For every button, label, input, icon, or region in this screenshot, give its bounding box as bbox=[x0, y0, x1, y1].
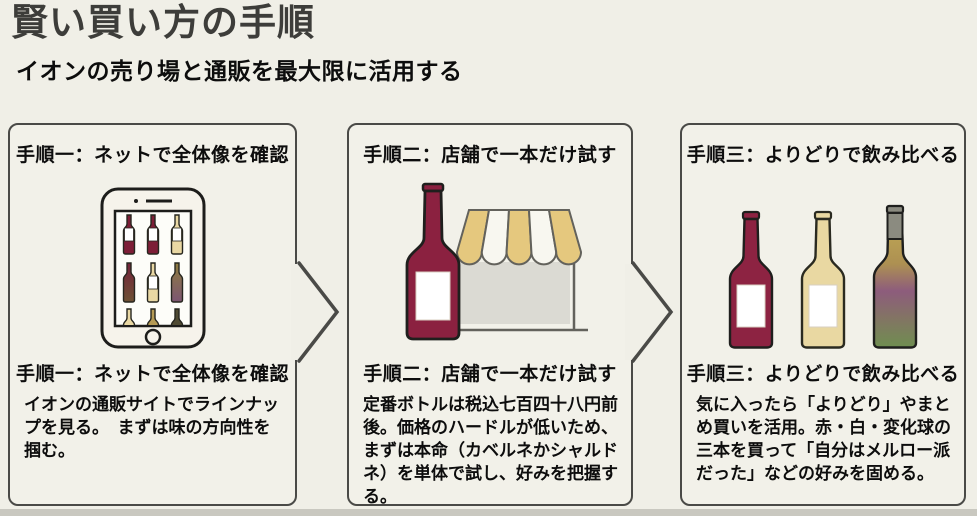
step-1-illustration bbox=[10, 167, 295, 350]
step-2-panel: 手順二：店舗で一本だけ試す bbox=[347, 123, 633, 506]
storefront bbox=[446, 209, 588, 332]
header: 賢い買い方の手順 イオンの売り場と通販を最大限に活用する bbox=[11, 2, 463, 86]
step-2-title-repeat: 手順二：店舗で一本だけ試す bbox=[363, 364, 617, 385]
panel-border-gap bbox=[625, 264, 637, 360]
wine-bottle-red bbox=[728, 210, 774, 349]
wine-bottle-red bbox=[405, 182, 461, 341]
phone-home-button bbox=[144, 328, 161, 346]
step-3-illustration bbox=[682, 167, 964, 350]
storefront-awning bbox=[455, 209, 583, 266]
wine-bottle-label bbox=[415, 271, 451, 321]
wine-bottle-grid bbox=[122, 214, 183, 325]
panel-border-gap bbox=[291, 264, 303, 360]
step-3-title: 手順三：よりどりで飲み比べる bbox=[686, 145, 960, 166]
step-3-panel: 手順三：よりどりで飲み比べる bbox=[680, 123, 966, 506]
wine-bottle-white bbox=[800, 210, 846, 349]
step-3-description: 気に入ったら「よりどり」やまとめ買いを活用。赤・白・変化球の三本を買って「自分は… bbox=[696, 395, 951, 484]
storefront-wine-bottle-icon bbox=[405, 182, 588, 341]
step-2-title: 手順二：店舗で一本だけ試す bbox=[363, 145, 617, 166]
bottom-edge-strip bbox=[0, 509, 977, 516]
step-2-description: 定番ボトルは税込七百四十八円前後。価格のハードルが低いため、まずは本命（カベルネ… bbox=[363, 395, 618, 507]
smartphone-wine-lineup-icon bbox=[100, 187, 205, 349]
three-wine-bottles-icon bbox=[728, 204, 918, 349]
arrow-right-chevron-icon bbox=[631, 261, 674, 363]
step-3-title-repeat: 手順三：よりどりで飲み比べる bbox=[686, 364, 960, 385]
wine-bottle-gradient bbox=[872, 204, 918, 349]
step-2-illustration bbox=[349, 167, 631, 350]
step-1-title: 手順一：ネットで全体像を確認 bbox=[15, 145, 289, 166]
page-subtitle: イオンの売り場と通販を最大限に活用する bbox=[16, 58, 463, 85]
arrow-right-chevron-icon bbox=[297, 261, 340, 363]
step-1-title-repeat: 手順一：ネットで全体像を確認 bbox=[15, 364, 289, 385]
step-1-panel: 手順一：ネットで全体像を確認 bbox=[8, 123, 297, 506]
phone-camera-dot bbox=[133, 199, 138, 203]
storefront-window bbox=[458, 262, 570, 324]
page-title: 賢い買い方の手順 bbox=[11, 3, 315, 44]
step-1-description: イオンの通販サイトでラインナップを見る。 まずは味の方向性を掴む。 bbox=[24, 395, 279, 461]
